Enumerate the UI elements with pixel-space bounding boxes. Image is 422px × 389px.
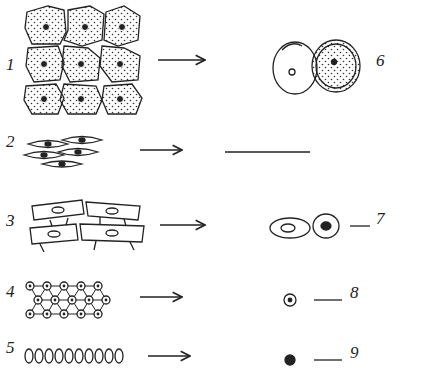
callout-number: 8 <box>350 284 359 301</box>
leader-line <box>350 225 370 226</box>
arrow <box>160 224 205 225</box>
arrow <box>140 149 182 150</box>
leader-line <box>314 299 342 300</box>
arrow <box>148 355 190 356</box>
callout-number: 9 <box>350 344 359 361</box>
callout-number: 3 <box>6 212 15 229</box>
leader-line <box>314 359 342 360</box>
arrow <box>158 59 205 60</box>
callout-number: 2 <box>6 133 15 150</box>
isolated-cells <box>270 214 339 238</box>
callout-number: 4 <box>6 283 15 300</box>
spindle-cells <box>24 137 102 168</box>
isolated-cell <box>285 355 295 365</box>
fiber-line <box>225 151 310 152</box>
isolated-cells <box>273 40 360 94</box>
polygonal-cells <box>24 6 142 114</box>
arrow <box>140 296 182 297</box>
callout-number: 6 <box>376 52 385 69</box>
isolated-cell <box>284 294 296 306</box>
cell-row <box>25 349 123 363</box>
cell-network <box>26 282 110 318</box>
callout-number: 1 <box>6 56 15 73</box>
callout-number: 7 <box>376 210 385 227</box>
callout-number: 5 <box>6 339 15 356</box>
muscle-cells <box>30 200 144 252</box>
